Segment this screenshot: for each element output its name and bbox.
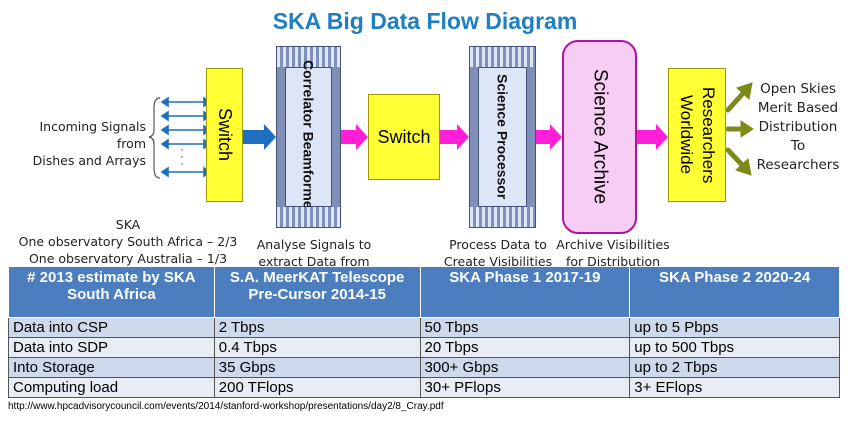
science-processor-box: Science Processor — [469, 46, 536, 228]
ska-observatory-label: SKA One observatory South Africa – 2/3 O… — [18, 217, 238, 266]
table-header-cell: S.A. MeerKAT Telescope Pre-Cursor 2014-1… — [213, 266, 421, 318]
table-cell: 20 Tbps — [419, 337, 631, 358]
arrow-correlator-switch — [341, 124, 368, 150]
table-cell: 3+ EFlops — [629, 377, 840, 398]
brace — [148, 97, 161, 179]
ellipsis-dots: · · · — [180, 142, 184, 170]
switch-1-label: Switch — [215, 108, 235, 162]
table-cell: 0.4 Tbps — [213, 337, 421, 358]
table-cell: 300+ Gbps — [419, 357, 631, 378]
table-row: Computing load 200 TFlops 30+ PFlops 3+ … — [8, 377, 840, 398]
table-row: Data into SDP 0.4 Tbps 20 Tbps up to 500… — [8, 337, 840, 358]
distribution-label: Open Skies Merit Based Distribution To R… — [756, 81, 840, 173]
table-header-cell: # 2013 estimate by SKA South Africa — [8, 266, 215, 318]
table-cell: up to 500 Tbps — [629, 337, 840, 358]
table-cell: up to 2 Tbps — [629, 357, 840, 378]
correlator-label: Correlator Beamformer — [300, 59, 317, 215]
source-url[interactable]: http://www.hpcadvisorycouncil.com/events… — [8, 401, 444, 412]
table-row: Data into CSP 2 Tbps 50 Tbps up to 5 Pbp… — [8, 317, 840, 338]
science-archive-box: Science Archive — [562, 40, 637, 234]
table-cell: Into Storage — [8, 357, 215, 378]
table-cell: Computing load — [8, 377, 215, 398]
arrow-switch-processor — [440, 124, 469, 150]
science-archive-label: Science Archive — [589, 69, 611, 205]
arrow-processor-archive — [536, 124, 562, 150]
table-header-cell: SKA Phase 2 2020-24 — [629, 266, 840, 318]
table-header-cell: SKA Phase 1 2017-19 — [419, 266, 631, 318]
distribution-arrows — [725, 82, 754, 176]
table-cell: Data into CSP — [8, 317, 215, 338]
incoming-arrows — [160, 96, 212, 178]
archive-visibilities-label: Archive Visibilities for Distribution — [556, 237, 670, 269]
arrow-switch-correlator — [243, 124, 276, 150]
table-cell: 2 Tbps — [213, 317, 421, 338]
switch-2-label: Switch — [377, 126, 431, 147]
correlator-beamformer-box: Correlator Beamformer — [276, 46, 341, 228]
process-data-label: Process Data to Create Visibilities — [443, 237, 553, 269]
science-processor-label: Science Processor — [494, 74, 511, 200]
table-cell: 35 Gbps — [213, 357, 421, 378]
table-header-row: # 2013 estimate by SKA South Africa S.A.… — [8, 266, 840, 318]
switch-1-box: Switch — [206, 68, 243, 202]
table-cell: 30+ PFlops — [419, 377, 631, 398]
table-cell: up to 5 Pbps — [629, 317, 840, 338]
researchers-label: Researchers Worldwide — [677, 86, 718, 184]
arrow-archive-researchers — [637, 124, 668, 150]
table-row: Into Storage 35 Gbps 300+ Gbps up to 2 T… — [8, 357, 840, 378]
switch-2-box: Switch — [368, 94, 440, 180]
estimates-table: # 2013 estimate by SKA South Africa S.A.… — [8, 266, 840, 398]
table-cell: Data into SDP — [8, 337, 215, 358]
table-cell: 50 Tbps — [419, 317, 631, 338]
researchers-worldwide-box: Researchers Worldwide — [668, 68, 726, 202]
incoming-signals-label: Incoming Signals from Dishes and Arrays — [32, 119, 146, 168]
table-cell: 200 TFlops — [213, 377, 421, 398]
page-title: SKA Big Data Flow Diagram — [272, 8, 578, 34]
